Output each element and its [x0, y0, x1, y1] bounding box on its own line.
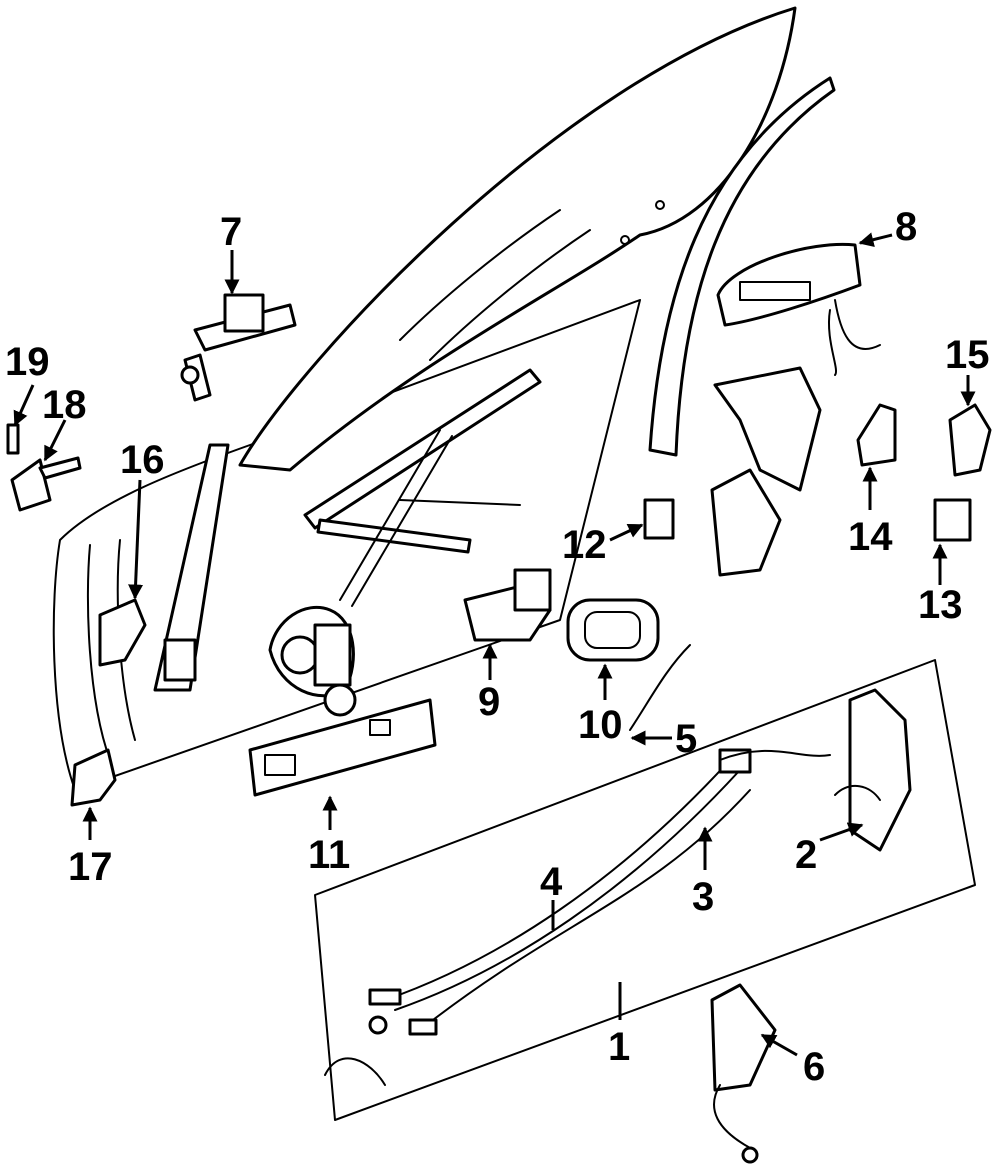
callout-13: 13: [918, 583, 963, 627]
part-16-upper-hinge: [98, 598, 147, 667]
part-1-cable-box: [314, 659, 976, 1121]
front-guide-channel: [153, 443, 230, 692]
part-14-clip: [856, 403, 897, 467]
part-15-striker: [948, 403, 992, 477]
callout-8: 8: [895, 205, 917, 249]
callout-10: 10: [578, 703, 623, 747]
part-17-lower-hinge: [70, 748, 117, 807]
callout-16: 16: [120, 438, 165, 482]
callout-3: 3: [692, 875, 714, 919]
callout-1: 1: [608, 1025, 630, 1069]
callout-12: 12: [562, 523, 607, 567]
part-6-actuator: [710, 983, 777, 1164]
part-9-inside-handle: [463, 568, 552, 642]
part-5-rod: [629, 644, 691, 731]
callout-2: 2: [795, 833, 817, 877]
callout-7: 7: [220, 210, 242, 254]
window-regulator: [268, 368, 542, 717]
callout-6: 6: [803, 1045, 825, 1089]
callout-labels: 7 8 19 18 16 15 12 14 13 9 10 5 17 11 2 …: [5, 205, 990, 1089]
leader-lines: [13, 232, 976, 1057]
part-13-striker-plate: [933, 498, 972, 542]
callout-19: 19: [5, 340, 50, 384]
callout-15: 15: [945, 333, 990, 377]
latch-housing: [710, 366, 822, 577]
part-11-bracket: [248, 698, 437, 797]
part-12-block: [643, 498, 675, 540]
callout-4: 4: [540, 860, 563, 904]
glass-run-channel: [648, 76, 836, 457]
callout-11: 11: [308, 833, 350, 877]
door-glass: [238, 6, 797, 472]
part-18-check-link: [10, 456, 82, 512]
callout-18: 18: [42, 383, 87, 427]
part-10-handle-bezel: [566, 598, 660, 662]
callout-17: 17: [68, 845, 113, 889]
part-19-bolt: [6, 423, 20, 455]
callout-14: 14: [848, 515, 893, 559]
part-8-outside-handle: [716, 242, 881, 376]
callout-5: 5: [675, 717, 697, 761]
part-7-lock-cylinder: [180, 293, 297, 402]
callout-9: 9: [478, 680, 500, 724]
part-2-latch: [834, 688, 912, 852]
